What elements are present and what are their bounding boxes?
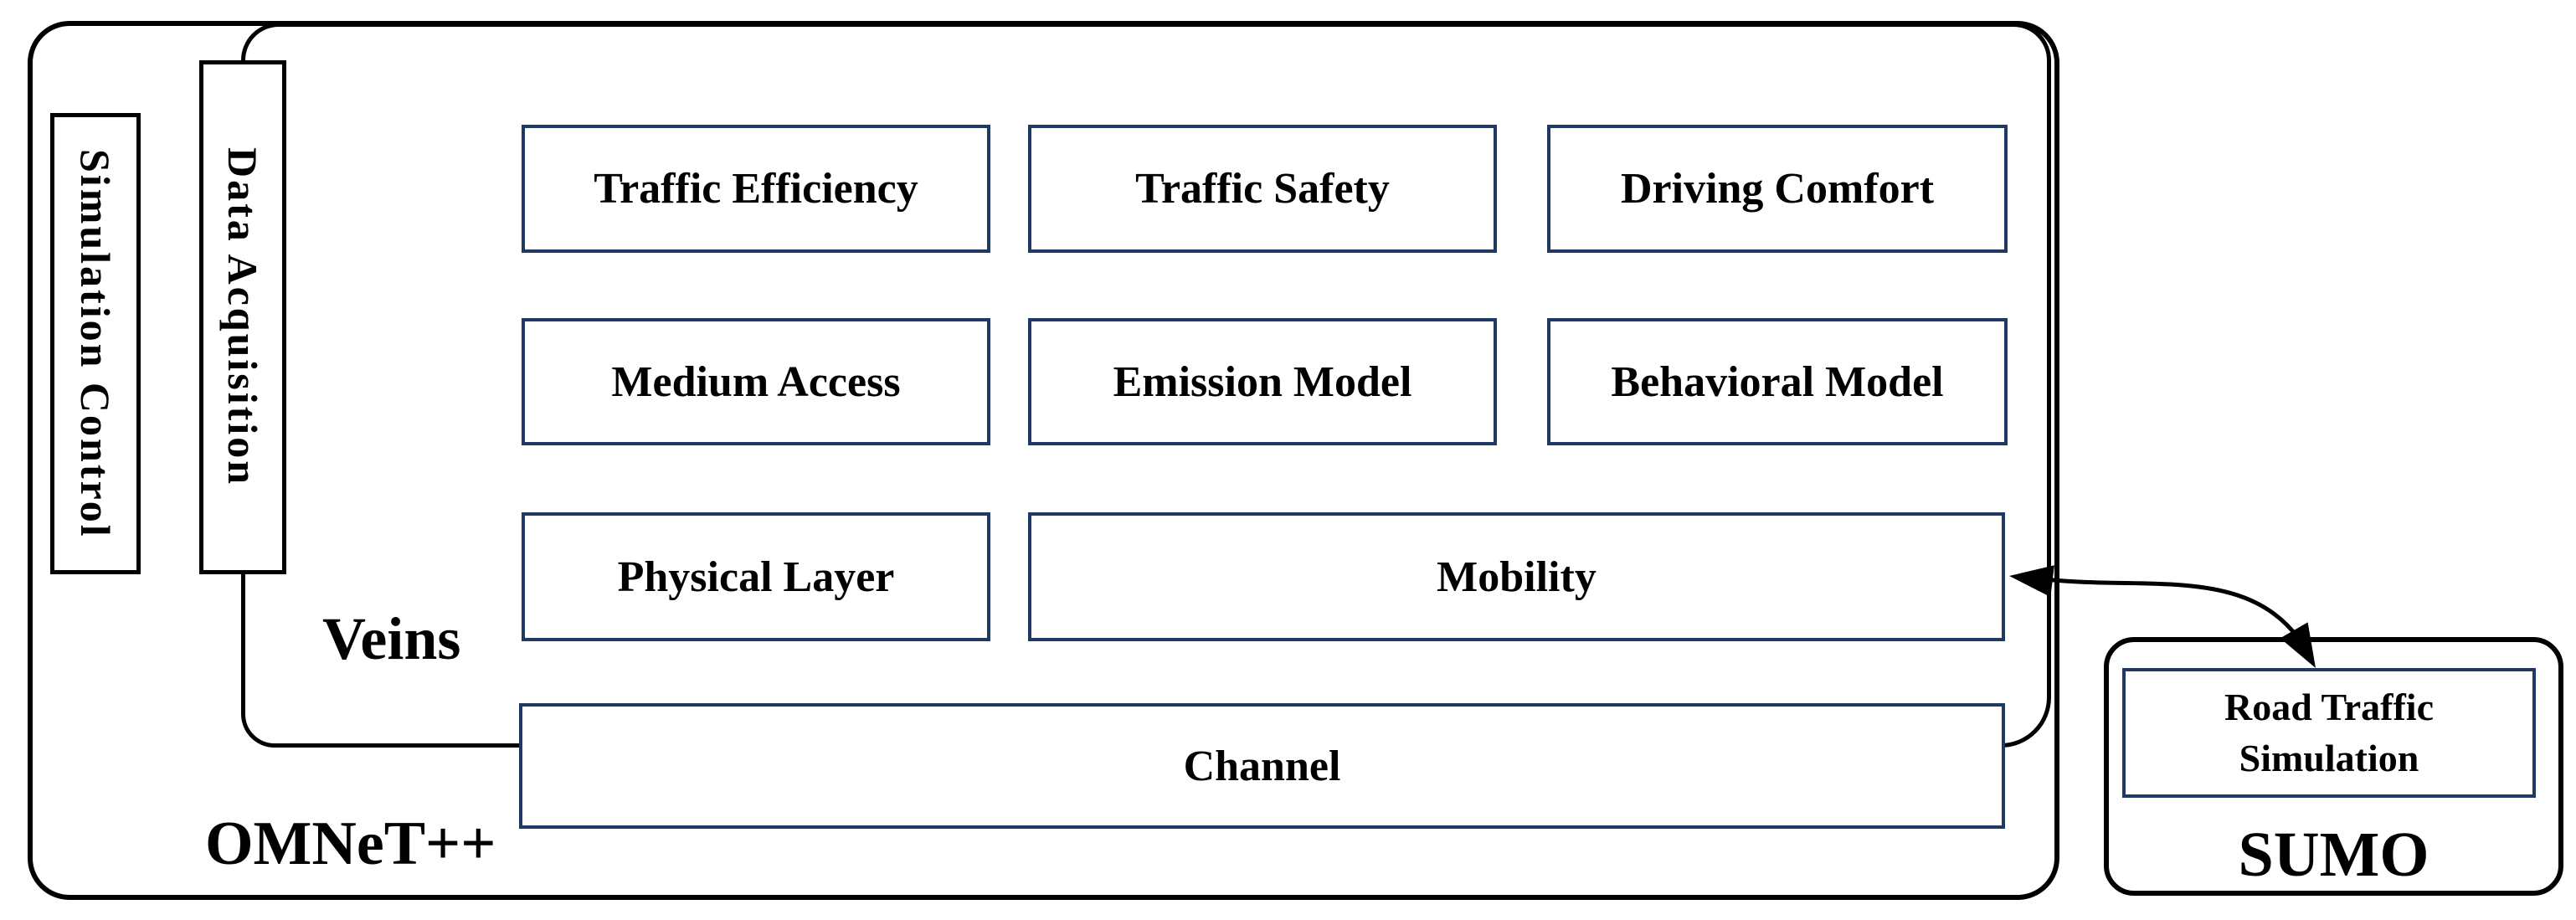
module-emission-model: Emission Model	[1028, 318, 1497, 445]
data-acquisition-label: Data Acquisition	[219, 147, 266, 487]
simulation-control-label: Simulation Control	[72, 148, 119, 539]
sumo-label: SUMO	[2238, 820, 2429, 890]
module-physical-layer: Physical Layer	[522, 512, 990, 641]
module-label: Channel	[1183, 742, 1341, 790]
module-label: Behavioral Model	[1611, 357, 1944, 406]
module-traffic-safety: Traffic Safety	[1028, 125, 1497, 253]
simulation-control-tab: Simulation Control	[50, 113, 141, 574]
module-label: Driving Comfort	[1620, 165, 1935, 213]
module-traffic-efficiency: Traffic Efficiency	[522, 125, 990, 253]
module-label: Physical Layer	[617, 553, 895, 601]
module-label: Medium Access	[611, 357, 901, 406]
module-mobility: Mobility	[1028, 512, 2005, 641]
module-label: Mobility	[1437, 553, 1597, 601]
road-traffic-simulation-line2: Simulation	[2239, 736, 2419, 779]
omnetpp-label: OMNeT++	[205, 809, 496, 878]
module-medium-access: Medium Access	[522, 318, 990, 445]
module-driving-comfort: Driving Comfort	[1547, 125, 2008, 253]
module-label: Traffic Efficiency	[594, 165, 918, 213]
veins-label: Veins	[322, 605, 461, 672]
road-traffic-simulation-line1: Road Traffic	[2224, 685, 2434, 728]
module-label: Emission Model	[1113, 357, 1412, 406]
module-channel: Channel	[519, 703, 2005, 829]
module-label: Traffic Safety	[1135, 165, 1390, 213]
road-traffic-simulation-box: Road Traffic Simulation	[2122, 668, 2536, 798]
module-behavioral-model: Behavioral Model	[1547, 318, 2008, 445]
data-acquisition-tab: Data Acquisition	[199, 60, 286, 574]
